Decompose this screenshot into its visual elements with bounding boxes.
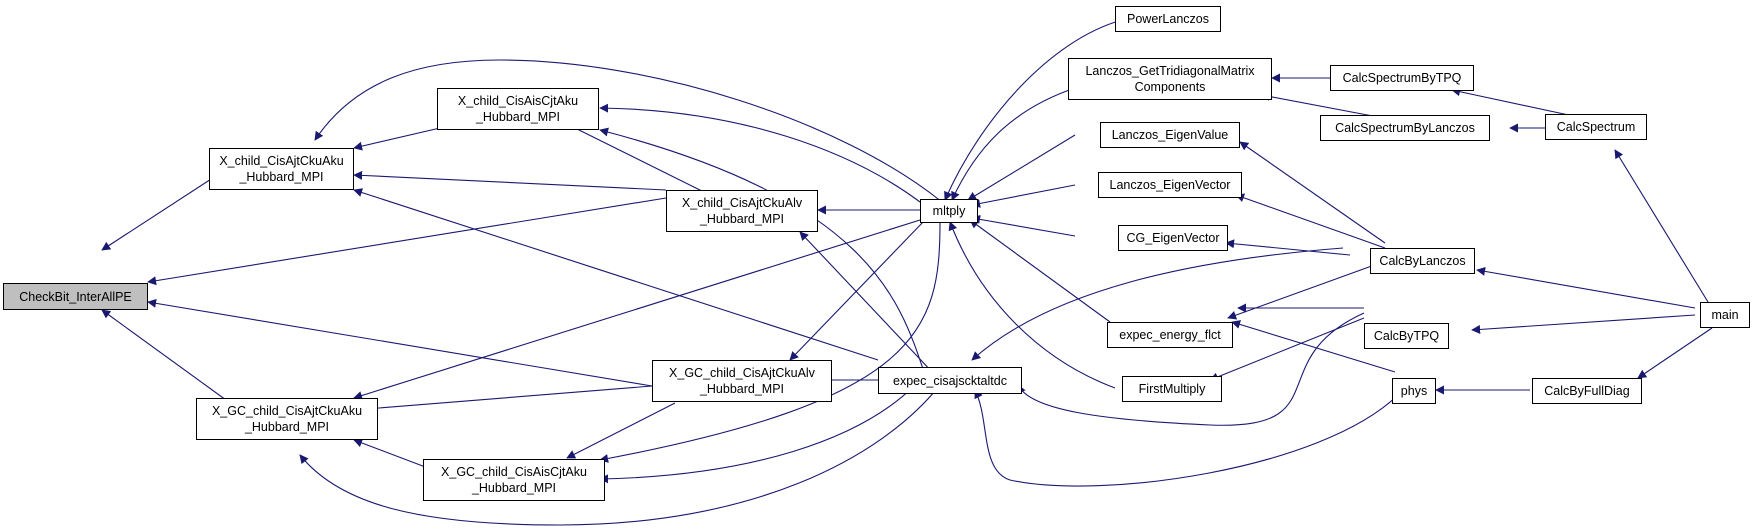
edge-xgccisajtckualv-xgccisajtckuaku [353, 385, 653, 414]
edge-xgccisajtckuaku-checkbit [101, 309, 227, 401]
node-label-line: CalcSpectrumByTPQ [1342, 71, 1462, 85]
node-phys[interactable]: phys [1392, 378, 1436, 404]
node-label-line: PowerLanczos [1127, 12, 1209, 26]
node-x-child-cisajtckuaku[interactable]: X_child_CisAjtCkuAku _Hubbard_MPI [209, 148, 354, 190]
edge-powerlanczos-mltply [944, 19, 1123, 201]
node-powerlanczos[interactable]: PowerLanczos [1115, 6, 1221, 32]
edge-calcbylanczos-lanczos_eigenvector [1235, 193, 1386, 249]
node-label-line: mltply [932, 204, 966, 218]
node-label-line: Lanczos_EigenValue [1111, 128, 1229, 142]
edge-expec-xcisajtckualv [799, 231, 936, 376]
edge-xcisaiscjtaku-xcisajtckuaku [353, 127, 441, 151]
node-label-line: X_child_CisAisCjtAku [457, 94, 579, 108]
node-label-line: _Hubbard_MPI [475, 110, 561, 124]
node-expec-cisajscktaltdc[interactable]: expec_cisajscktaltdc [878, 367, 1022, 394]
edge-xgccisajtckualv-checkbit [147, 298, 653, 387]
edge-calcbylanczos-expec_energy_flct [1227, 262, 1381, 320]
node-calcbytpq[interactable]: CalcByTPQ [1364, 323, 1449, 349]
node-x-gc-child-cisajtckuaku[interactable]: X_GC_child_CisAjtCkuAku _Hubbard_MPI [196, 398, 378, 440]
node-label-line: CalcByLanczos [1379, 254, 1466, 268]
edge-mltply-xgccisaiscjtaku [599, 221, 941, 463]
edge-xcisajtckualv-checkbit [147, 197, 667, 286]
node-x-gc-child-cisaiscjtaku[interactable]: X_GC_child_CisAisCjtAku _Hubbard_MPI [423, 459, 605, 501]
node-label-line: CalcSpectrum [1556, 120, 1636, 134]
node-label-line: FirstMultiply [1138, 382, 1206, 396]
node-label-line: Components [1134, 80, 1206, 94]
node-label-line: _Hubbard_MPI [239, 170, 324, 184]
node-label-line: _Hubbard_MPI [244, 420, 330, 434]
node-main[interactable]: main [1700, 302, 1750, 328]
node-label-line: _Hubbard_MPI [699, 212, 785, 226]
node-label-line: main [1711, 308, 1739, 322]
edge-expec-xgccisajtckuaku [299, 384, 941, 526]
edge-expec-xcisajtckuaku [353, 188, 879, 361]
edge-expec-xcisaiscjtaku [599, 127, 926, 376]
edge-main-calcbylanczos [1476, 266, 1696, 309]
node-label-line: X_GC_child_CisAisCjtAku [441, 465, 587, 479]
edge-lanczos_gettri-mltply [951, 87, 1076, 201]
node-mltply[interactable]: mltply [920, 199, 978, 223]
node-label-line: CG_EigenVector [1126, 231, 1220, 245]
node-label-line: Lanczos_EigenVector [1109, 178, 1231, 192]
node-calcbylanczos[interactable]: CalcByLanczos [1370, 248, 1475, 274]
node-label-line: CheckBit_InterAllPE [19, 289, 132, 304]
node-label-line: X_child_CisAjtCkuAlv [681, 196, 803, 210]
node-label-line: Lanczos_GetTridiagonalMatrix [1085, 64, 1255, 78]
edge-calcbylanczos-cg_eigenvector [1225, 239, 1351, 256]
edge-xcisaiscjtaku-xcisajtckualv [574, 127, 721, 201]
node-lanczos-eigenvector[interactable]: Lanczos_EigenVector [1098, 172, 1242, 198]
node-label-line: expec_energy_flct [1119, 328, 1221, 342]
edge-mltply-xcisajtckuaku [314, 59, 943, 203]
edge-xgccisajtckualv-xgccisaiscjtaku [566, 402, 676, 459]
node-cg-eigenvector[interactable]: CG_EigenVector [1118, 225, 1228, 251]
node-x-gc-child-cisajtckualv[interactable]: X_GC_child_CisAjtCkuAlv _Hubbard_MPI [652, 360, 832, 402]
node-expec-energy-flct[interactable]: expec_energy_flct [1107, 322, 1233, 348]
node-label-line: _Hubbard_MPI [699, 382, 785, 396]
edge-xcisajtckualv-xcisajtckuaku [353, 170, 667, 191]
node-label-line: X_GC_child_CisAjtCkuAlv [669, 366, 815, 380]
edge-expec-xgccisaiscjtaku [599, 384, 916, 484]
node-label-line: X_GC_child_CisAjtCkuAku [211, 404, 363, 418]
edge-main-calcbyfulldiag [1637, 327, 1713, 379]
edge-mltply-xgccisajtckuaku [353, 219, 921, 400]
edge-calcbytpq-expec [1017, 312, 1365, 426]
edge-calcspectrumbylanczos-lanczos_gettri [1261, 92, 1379, 118]
edge-xcisajtckuaku-checkbit [101, 169, 226, 251]
edge-mltply-xcisaiscjtaku [599, 103, 921, 203]
edge-phys-expec_energy_flct [1231, 320, 1396, 373]
node-calcspectrumbylanczos[interactable]: CalcSpectrumByLanczos [1320, 115, 1490, 141]
node-x-child-cisajtckualv[interactable]: X_child_CisAjtCkuAlv _Hubbard_MPI [666, 190, 818, 232]
node-label-line: _Hubbard_MPI [471, 481, 557, 495]
edge-xgccisaiscjtaku-xgccisajtckuaku [353, 438, 429, 469]
node-firstmultiply[interactable]: FirstMultiply [1122, 376, 1222, 402]
edge-expec_energy_flct-mltply [969, 219, 1111, 323]
node-calcspectrumbytpq[interactable]: CalcSpectrumByTPQ [1330, 65, 1474, 91]
node-label-line: phys [1400, 384, 1428, 398]
edge-main-calcbytpq [1471, 314, 1696, 334]
node-checkbit-interallpe[interactable]: CheckBit_InterAllPE [3, 283, 148, 310]
edge-main-calcspectrum [1614, 149, 1709, 303]
node-label-line: X_child_CisAjtCkuAku [219, 154, 344, 168]
node-lanczos-eigenvalue[interactable]: Lanczos_EigenValue [1100, 122, 1240, 148]
edge-firstmultiply-mltply [948, 221, 1116, 389]
edge-phys-expec [974, 389, 1399, 487]
edge-calcbylanczos-expec [971, 247, 1344, 361]
node-x-child-cisaiscjtaku[interactable]: X_child_CisAisCjtAku _Hubbard_MPI [437, 88, 599, 130]
node-calcspectrum[interactable]: CalcSpectrum [1545, 114, 1647, 140]
node-label-line: CalcByFullDiag [1544, 384, 1630, 398]
node-label-line: CalcByTPQ [1373, 329, 1440, 343]
edge-calcbylanczos-lanczos_eigenvalue [1239, 141, 1386, 244]
node-label-line: CalcSpectrumByLanczos [1335, 121, 1475, 135]
edge-cg_eigenvector-mltply [971, 214, 1076, 237]
edge-calcbytpq-firstmultiply [1209, 317, 1365, 382]
node-calcbyfulldiag[interactable]: CalcByFullDiag [1532, 378, 1642, 404]
edge-mltply-xgccisajtckualv [789, 219, 926, 361]
edge-lanczos_eigenvector-mltply [971, 184, 1076, 208]
node-label-line: expec_cisajscktaltdc [893, 373, 1007, 388]
edge-lanczos_eigenvalue-mltply [967, 134, 1076, 201]
